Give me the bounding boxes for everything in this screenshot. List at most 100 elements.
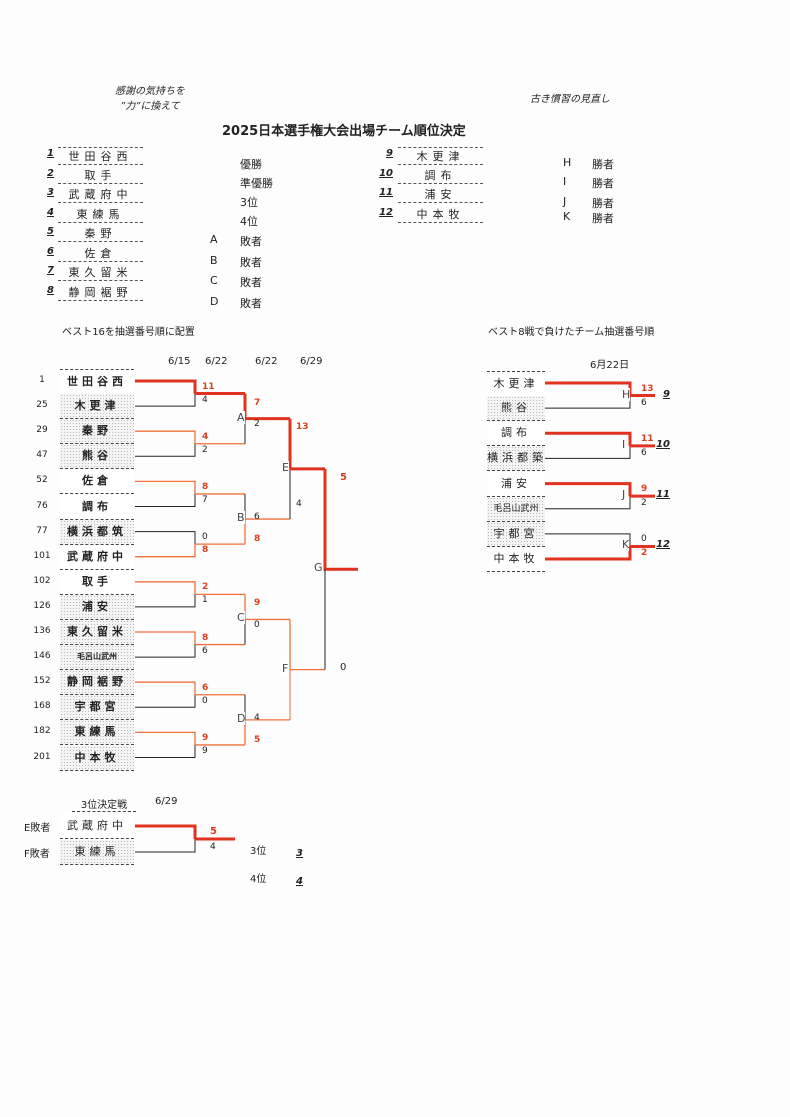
bracket-line <box>135 731 196 745</box>
score: 4 <box>210 842 216 852</box>
rank-number: 10 <box>379 167 393 179</box>
match-label-J: J <box>622 488 626 502</box>
bracket-line <box>135 581 196 595</box>
bracket-line <box>545 533 631 547</box>
bracket-line <box>135 681 196 695</box>
seed-number: 101 <box>33 550 51 561</box>
bracket-letter: J <box>563 195 567 208</box>
match-label-I: I <box>622 437 626 451</box>
team-slot: 秦野 <box>60 419 134 445</box>
bracket-letter: I <box>563 175 567 188</box>
seed-number: 52 <box>36 475 48 486</box>
seed-number: 47 <box>36 450 48 461</box>
placement-note: 4位 <box>240 215 258 228</box>
rank-number: 5 <box>47 226 54 237</box>
rank-number: 12 <box>379 206 393 218</box>
placement-note: 勝者 <box>592 177 614 190</box>
score: 7 <box>254 397 261 408</box>
team-slot: 熊谷 <box>487 396 545 422</box>
seed-number: 76 <box>36 500 48 511</box>
page-title: 2025日本選手権大会出場チーム順位決定 <box>222 124 466 139</box>
rank-number: 2 <box>47 167 54 179</box>
final-rank: 9 <box>663 388 670 400</box>
rank-number: 3 <box>47 187 54 198</box>
score: 2 <box>641 498 647 509</box>
score: 8 <box>202 481 209 492</box>
score: 5 <box>210 826 217 837</box>
bracket-line <box>135 443 196 457</box>
team-slot: 調布 <box>487 421 545 447</box>
ranked-team: 世田谷西 <box>58 147 143 165</box>
placement-note: 勝者 <box>592 212 614 225</box>
match-label-C: C <box>237 611 245 625</box>
team-slot: 毛呂山武州 <box>487 496 545 522</box>
place-label: 3位 <box>250 846 267 857</box>
rank-number: 11 <box>379 187 393 198</box>
score: 5 <box>340 471 347 483</box>
bracket-line <box>545 431 632 446</box>
score: 9 <box>202 732 209 743</box>
ranked-team: 調布 <box>398 167 483 184</box>
ranked-team: 静岡裾野 <box>58 284 143 301</box>
team-slot: 佐倉 <box>60 469 134 495</box>
third-place-date: 6/29 <box>155 796 178 807</box>
team-slot: 中本牧 <box>60 745 134 771</box>
score: 2 <box>254 418 260 429</box>
third-place-caption: 3位決定戦 <box>72 796 136 812</box>
ranked-team: 取手 <box>58 167 143 184</box>
team-slot: 東練馬 <box>60 720 134 746</box>
score: 0 <box>202 695 208 706</box>
bracket-letter: K <box>563 210 571 223</box>
placement-note: 敗者 <box>240 296 262 310</box>
score: 9 <box>254 598 261 609</box>
placement-note: 敗者 <box>240 276 262 289</box>
bracket-line <box>135 531 196 545</box>
bracket-line <box>545 482 632 497</box>
team-slot: 東久留米 <box>60 620 134 645</box>
score: 8 <box>202 545 209 556</box>
rank-number: 1 <box>47 148 54 159</box>
team-slot: 中本牧 <box>487 547 545 572</box>
seed-number: 168 <box>33 701 51 712</box>
slot-label: F敗者 <box>24 849 50 860</box>
bracket-line <box>135 544 196 558</box>
seed-number: 201 <box>33 751 51 762</box>
score: 9 <box>202 745 208 756</box>
slogan-right: 古き慣習の見直し <box>530 94 610 105</box>
score: 4 <box>202 394 208 405</box>
team-slot: 取手 <box>60 569 134 595</box>
score: 11 <box>202 381 215 392</box>
score: 8 <box>254 534 261 545</box>
score: 0 <box>254 619 260 630</box>
consolation-date: 6月22日 <box>590 360 630 371</box>
placement-note: 敗者 <box>240 255 262 269</box>
date-r1: 6/15 <box>168 356 191 367</box>
score: 2 <box>641 548 648 559</box>
score: 4 <box>254 712 260 723</box>
team-slot: 調布 <box>60 494 134 520</box>
placement-note: 勝者 <box>592 197 614 210</box>
score: 6 <box>641 397 647 408</box>
placement-note: 優勝 <box>240 158 262 171</box>
slogan-left: 感謝の気持ちを”力”に換えて <box>115 86 185 112</box>
placement-note: 3位 <box>240 196 258 209</box>
bracket-line <box>135 824 197 839</box>
team-slot: 武蔵府中 <box>60 544 134 570</box>
score: 4 <box>296 499 302 510</box>
match-label-H: H <box>622 387 631 401</box>
ranked-team: 中本牧 <box>398 206 483 223</box>
final-rank: 10 <box>656 438 670 450</box>
bracket-line <box>135 379 197 394</box>
ranked-team: 浦安 <box>398 186 483 203</box>
score: 13 <box>296 421 309 432</box>
bracket-letter: A <box>210 233 218 246</box>
score: 7 <box>202 494 208 505</box>
match-label-F: F <box>282 661 289 675</box>
seed-number: 136 <box>33 626 51 636</box>
bracket-letter: B <box>210 253 218 267</box>
team-slot: 熊谷 <box>60 444 134 470</box>
bracket-letter: D <box>210 294 219 308</box>
team-slot: 横浜都筑 <box>60 519 134 545</box>
score: 1 <box>202 595 208 606</box>
seed-number: 29 <box>36 425 48 436</box>
